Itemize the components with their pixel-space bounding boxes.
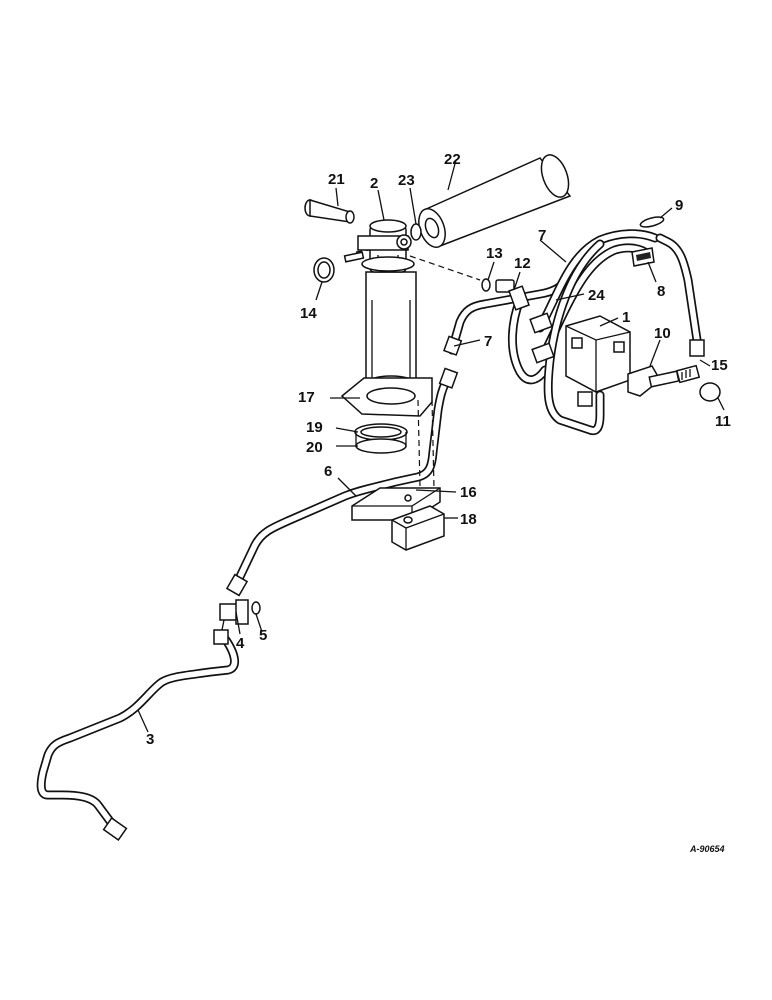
valve-fitting-left-lower bbox=[531, 342, 555, 364]
tube-6 bbox=[231, 373, 453, 590]
label-19: 19 bbox=[306, 419, 323, 436]
label-17: 17 bbox=[298, 389, 315, 406]
tube-7-upper bbox=[507, 229, 660, 436]
tube-3 bbox=[36, 635, 239, 837]
projection-line-bracket-2 bbox=[431, 399, 435, 489]
elbow-12 bbox=[495, 279, 530, 311]
label-23: 23 bbox=[398, 172, 415, 189]
label-8: 8 bbox=[657, 283, 665, 300]
label-13: 13 bbox=[486, 245, 503, 262]
reservoir-cylinder bbox=[365, 271, 417, 393]
label-16: 16 bbox=[460, 484, 477, 501]
label-3: 3 bbox=[146, 731, 154, 748]
tube-3-nut bbox=[102, 817, 128, 841]
label-12: 12 bbox=[514, 255, 531, 272]
valve-fitting-left-upper bbox=[529, 312, 553, 334]
bolt-21b bbox=[343, 251, 365, 263]
projection-line-reservoir bbox=[409, 255, 481, 281]
label-14: 14 bbox=[300, 305, 317, 322]
label-20: 20 bbox=[306, 439, 323, 456]
cap-11 bbox=[699, 382, 721, 402]
label-9: 9 bbox=[675, 197, 683, 214]
pin-21 bbox=[304, 198, 355, 224]
label-2: 2 bbox=[370, 175, 378, 192]
o-ring-13 bbox=[481, 278, 491, 292]
label-7-upper: 7 bbox=[538, 227, 546, 244]
label-10: 10 bbox=[654, 325, 671, 342]
projection-line-bracket bbox=[417, 399, 421, 487]
tube-right-nut bbox=[689, 339, 705, 357]
tube-7-nut bbox=[443, 335, 463, 356]
label-11: 11 bbox=[715, 413, 731, 430]
label-6: 6 bbox=[324, 463, 332, 480]
label-5: 5 bbox=[259, 627, 267, 644]
label-1: 1 bbox=[622, 309, 630, 326]
block-18 bbox=[391, 505, 445, 551]
leader-lines bbox=[137, 159, 725, 733]
label-24: 24 bbox=[588, 287, 605, 304]
valve-block-1 bbox=[565, 315, 631, 407]
label-22: 22 bbox=[444, 151, 461, 168]
label-4: 4 bbox=[236, 635, 245, 652]
elbow-10 bbox=[627, 365, 680, 397]
clip-9 bbox=[639, 216, 665, 228]
label-15: 15 bbox=[711, 357, 728, 374]
filler-cap bbox=[313, 257, 335, 283]
fitting-15 bbox=[675, 364, 701, 384]
drawing-reference-number: A-90654 bbox=[689, 844, 725, 854]
o-ring-5 bbox=[251, 601, 261, 615]
label-21: 21 bbox=[328, 171, 345, 188]
tee-fitting bbox=[213, 599, 249, 645]
tube-6-nut-lower bbox=[225, 573, 249, 597]
label-7-lower: 7 bbox=[484, 333, 492, 350]
filter-22 bbox=[418, 154, 572, 248]
ring-19 bbox=[354, 423, 408, 441]
projection-line-21 bbox=[355, 249, 371, 253]
mounting-plate-17 bbox=[340, 377, 433, 417]
tube-right bbox=[655, 233, 702, 345]
clip-8 bbox=[631, 247, 655, 267]
tube-6-nut-upper bbox=[438, 367, 459, 389]
label-18: 18 bbox=[460, 511, 477, 528]
o-ring-23 bbox=[410, 223, 422, 241]
reservoir-head bbox=[357, 219, 415, 273]
